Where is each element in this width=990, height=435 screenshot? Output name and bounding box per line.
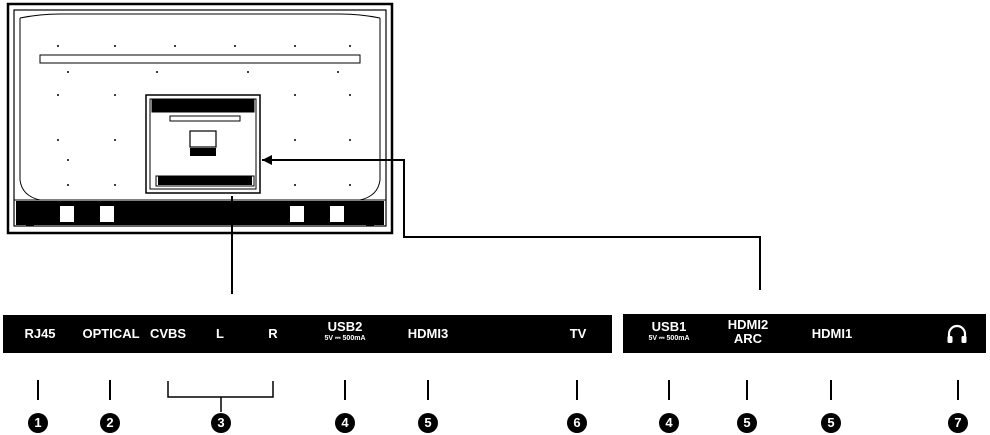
tv-bottom-band	[16, 201, 384, 225]
tick-2	[109, 380, 111, 400]
tv-top-rail	[39, 54, 361, 64]
tv-mount-dots	[57, 45, 351, 186]
tick-5c	[830, 380, 832, 400]
tv-left-curve	[19, 18, 41, 201]
label-usb1-name: USB1	[651, 319, 687, 334]
tv-right-curve	[359, 18, 381, 201]
label-rj45: RJ45	[24, 326, 56, 341]
right-connector-bar	[623, 314, 986, 353]
tv-bottom-gap-2	[100, 206, 114, 222]
tick-6	[576, 380, 578, 400]
label-hdmi3: HDMI3	[407, 326, 449, 341]
callout-4a: 4	[335, 413, 355, 433]
label-usb2-name: USB2	[327, 319, 363, 334]
leader-arrowhead	[262, 155, 272, 165]
tv-bottom-gap-4	[330, 206, 344, 222]
tick-5b	[746, 380, 748, 400]
tick-5a	[427, 380, 429, 400]
tick-4b	[668, 380, 670, 400]
label-usb2-spec: 5V ⎓ 500mA	[324, 335, 366, 342]
label-audio-r: R	[268, 326, 278, 341]
tv-outer-frame	[6, 2, 394, 235]
callout-7: 7	[948, 413, 968, 433]
tv-label-plate	[189, 130, 217, 148]
label-usb2: USB2 5V ⎓ 500mA	[310, 320, 380, 343]
tv-center-panel-inner	[149, 98, 257, 190]
tv-bottom-gap-3	[290, 206, 304, 222]
tv-foot-right	[366, 218, 374, 226]
label-usb1-spec: 5V ⎓ 500mA	[648, 335, 690, 342]
callout-5a: 5	[418, 413, 438, 433]
tv-label-dark	[190, 148, 216, 156]
tv-bottom-bezel	[13, 199, 387, 227]
label-hdmi2-arc: HDMI2 ARC	[720, 318, 776, 346]
leader-right	[262, 159, 761, 290]
tv-top-curve	[19, 13, 381, 19]
tick-1	[37, 380, 39, 400]
label-arc: ARC	[733, 331, 763, 346]
tick-4a	[344, 380, 346, 400]
tv-top-vent-fill	[152, 100, 254, 112]
tv-screw-right	[232, 176, 240, 184]
label-optical: OPTICAL	[82, 326, 140, 341]
tv-screw-left	[162, 176, 170, 184]
callout-6: 6	[567, 413, 587, 433]
callout-3: 3	[211, 413, 231, 433]
tick-7	[957, 380, 959, 400]
tv-center-panel	[145, 94, 261, 194]
tv-foot-left	[26, 218, 34, 226]
label-cvbs: CVBS	[149, 326, 187, 341]
bracket-3	[167, 381, 274, 398]
callout-5b: 5	[737, 413, 757, 433]
callout-5c: 5	[821, 413, 841, 433]
tv-bottom-gap-1	[60, 206, 74, 222]
tv-center-slot	[169, 115, 241, 122]
callout-1: 1	[28, 413, 48, 433]
callout-4b: 4	[659, 413, 679, 433]
callout-2: 2	[100, 413, 120, 433]
label-tv: TV	[569, 326, 587, 341]
left-connector-bar	[3, 315, 612, 353]
label-usb1: USB1 5V ⎓ 500mA	[636, 320, 702, 343]
tv-center-stripes	[158, 176, 252, 185]
label-audio-l: L	[216, 326, 224, 341]
label-hdmi2: HDMI2	[727, 317, 769, 332]
headphone-icon	[947, 324, 967, 343]
label-hdmi1: HDMI1	[811, 326, 853, 341]
